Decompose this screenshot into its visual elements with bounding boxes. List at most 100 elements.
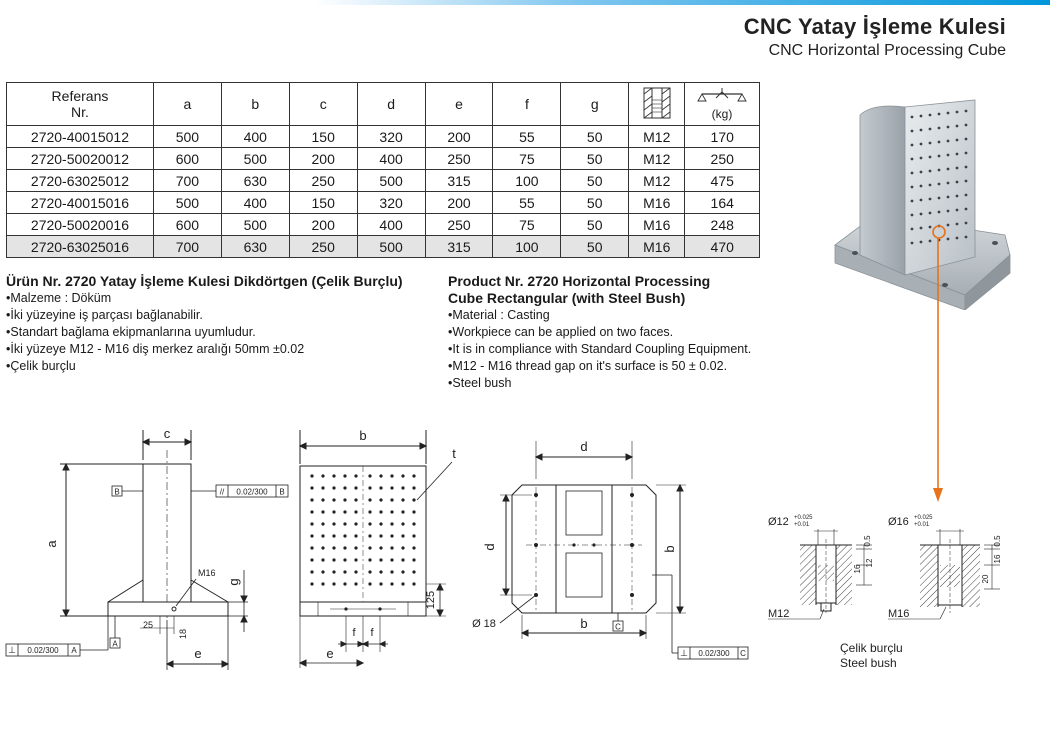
description-tr: Ürün Nr. 2720 Yatay İşleme Kulesi Dikdör… <box>6 273 446 375</box>
tol-parallel-label: 0.02/300 <box>236 488 268 497</box>
list-item: İki yüzeye M12 - M16 diş merkez aralığı … <box>6 341 446 358</box>
header-reference: Referans Nr. <box>6 82 154 126</box>
bush-highlight-ring <box>932 225 946 239</box>
cell-a: 500 <box>152 191 222 214</box>
dim-a-label: a <box>44 540 59 548</box>
cell-d: 500 <box>356 169 426 192</box>
header-col-a: a <box>152 82 222 126</box>
steel-bush-caption-tr: Çelik burçlu <box>840 641 903 655</box>
header-col-f: f <box>492 82 562 126</box>
dim-b-bottom-label: b <box>580 616 587 631</box>
cell-f: 100 <box>492 235 562 258</box>
list-item: İki yüzeyine iş parçası bağlanabilir. <box>6 307 446 324</box>
header-reference-line2: Nr. <box>71 104 89 120</box>
cell-b: 400 <box>220 191 290 214</box>
cell-thread: M16 <box>628 235 686 258</box>
m12-dim-16: 16 <box>853 564 862 573</box>
dim-e-label: e <box>326 646 333 661</box>
svg-text:⊥: ⊥ <box>680 648 688 658</box>
header-col-c: c <box>288 82 358 126</box>
page-subtitle: CNC Horizontal Processing Cube <box>768 42 1006 59</box>
list-item: Çelik burçlu <box>6 358 446 375</box>
cell-a: 700 <box>152 235 222 258</box>
cell-e: 315 <box>424 169 494 192</box>
list-item: Workpiece can be applied on two faces. <box>448 324 808 341</box>
thread-m16-label: M16 <box>198 568 216 578</box>
dim-b-label: b <box>359 428 366 443</box>
m12-dim-12: 12 <box>865 558 874 567</box>
cell-thread: M16 <box>628 213 686 236</box>
dim-b-right-label: b <box>662 545 677 552</box>
cell-g: 50 <box>560 213 630 236</box>
cell-b: 630 <box>220 235 290 258</box>
cell-c: 250 <box>288 235 358 258</box>
datum-b-label: B <box>114 488 119 497</box>
cell-f: 75 <box>492 213 562 236</box>
cell-reference: 2720-40015016 <box>6 191 154 214</box>
tol-perp-ref-label: A <box>71 646 77 655</box>
description-en-title-line2: Cube Rectangular (with Steel Bush) <box>448 290 686 306</box>
cell-weight: 470 <box>684 235 760 258</box>
list-item: Malzeme : Döküm <box>6 290 446 307</box>
product-photo <box>834 99 1011 310</box>
cell-reference: 2720-50020012 <box>6 147 154 170</box>
list-item: M12 - M16 thread gap on it's surface is … <box>448 358 808 375</box>
m16-tol-lower: +0.01 <box>914 522 930 528</box>
cell-d: 320 <box>356 125 426 148</box>
description-tr-list: Malzeme : Döküm İki yüzeyine iş parçası … <box>6 290 446 375</box>
header-thread <box>628 82 686 126</box>
table-row: 2720-40015012 500 400 150 320 200 55 50 … <box>6 125 760 148</box>
cell-reference: 2720-40015012 <box>6 125 154 148</box>
list-item: Material : Casting <box>448 307 808 324</box>
cell-a: 700 <box>152 169 222 192</box>
hole-pattern <box>310 474 416 586</box>
cell-c: 200 <box>288 213 358 236</box>
list-item: Steel bush <box>448 375 808 392</box>
datum-c-label: C <box>615 623 621 632</box>
tol-perp-label: 0.02/300 <box>27 646 59 655</box>
spec-table: Referans Nr. a b c d e f g <box>6 82 760 258</box>
top-view-drawing: d d b Ø 18 b C ⊥ 0.02/300 C <box>472 439 749 660</box>
side-view-drawing: c a B // 0.02/300 B M16 g 25 18 e A ⊥ 0.… <box>5 426 289 670</box>
photo-hole-grid <box>910 109 968 245</box>
steel-bush-caption-en: Steel bush <box>840 656 897 670</box>
cell-b: 630 <box>220 169 290 192</box>
cell-a: 500 <box>152 125 222 148</box>
dim-g-label: g <box>226 578 241 585</box>
table-row: 2720-40015016 500 400 150 320 200 55 50 … <box>6 191 760 214</box>
steel-bush-detail: Ø12 +0.025 +0.01 M12 0.5 16 12 Ø16 +0.02… <box>768 515 1002 670</box>
m12-tol-lower: +0.01 <box>794 522 810 528</box>
cell-b: 400 <box>220 125 290 148</box>
m16-thread-label: M16 <box>888 608 909 620</box>
description-en-title-line1: Product Nr. 2720 Horizontal Processing <box>448 273 711 289</box>
description-en: Product Nr. 2720 Horizontal Processing C… <box>448 273 808 392</box>
dim-t-label: t <box>452 446 456 461</box>
m16-dim-16: 16 <box>993 554 1002 563</box>
dim-125-label: 125 <box>425 591 437 609</box>
cell-a: 600 <box>152 213 222 236</box>
dim-e-label: e <box>194 646 201 661</box>
m12-diameter-label: Ø12 <box>768 516 789 528</box>
cell-c: 200 <box>288 147 358 170</box>
m12-dim-05: 0.5 <box>863 535 872 547</box>
cell-d: 400 <box>356 147 426 170</box>
tol-perp-c-ref-label: C <box>740 649 746 658</box>
dim-25-label: 25 <box>143 620 153 630</box>
cell-f: 55 <box>492 125 562 148</box>
cell-reference: 2720-63025016 <box>6 235 154 258</box>
cell-d: 500 <box>356 235 426 258</box>
page-title: CNC Yatay İşleme Kulesi <box>743 14 1006 39</box>
cell-thread: M12 <box>628 169 686 192</box>
cell-weight: 475 <box>684 169 760 192</box>
list-item: It is in compliance with Standard Coupli… <box>448 341 808 358</box>
description-tr-title: Ürün Nr. 2720 Yatay İşleme Kulesi Dikdör… <box>6 273 403 289</box>
weight-unit-label: (kg) <box>712 107 733 121</box>
header-col-b: b <box>220 82 290 126</box>
cell-weight: 248 <box>684 213 760 236</box>
thread-bush-icon <box>643 87 671 118</box>
cell-c: 150 <box>288 191 358 214</box>
cell-b: 500 <box>220 213 290 236</box>
datum-a-label: A <box>112 640 118 649</box>
cell-c: 250 <box>288 169 358 192</box>
table-row: 2720-50020012 600 500 200 400 250 75 50 … <box>6 147 760 170</box>
